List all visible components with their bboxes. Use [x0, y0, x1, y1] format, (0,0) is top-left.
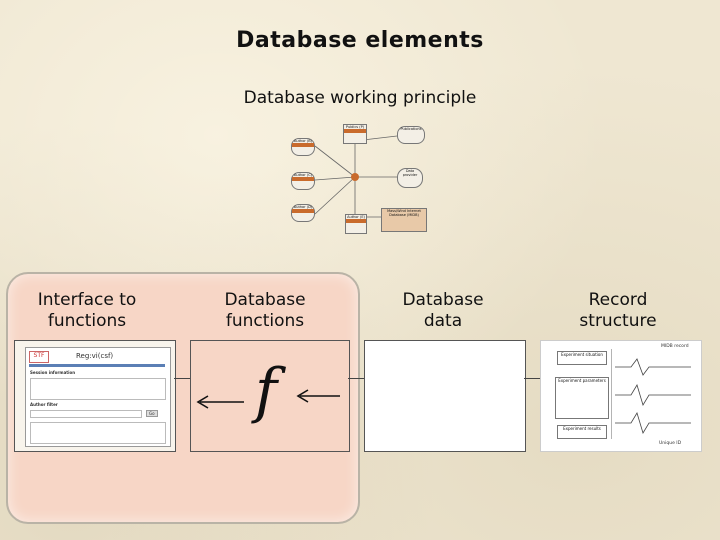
record-header: MIDB record — [661, 344, 689, 349]
diagram-node-publics: Publics (P) — [343, 124, 367, 144]
thumbnail-banner — [29, 364, 165, 367]
diagram-node-author-d: Author (D) — [291, 204, 315, 222]
record-box-situation: Experiment situation — [557, 351, 607, 365]
connector-1 — [174, 378, 190, 379]
thumbnail-section2: Author filter — [30, 402, 58, 407]
diagram-node-publications: Publications — [397, 126, 425, 144]
function-arrows — [196, 389, 340, 409]
record-box-parameters: Experiment parameters — [555, 377, 609, 419]
working-principle-diagram: Publics (P) Author (B) Author (C) Author… — [285, 122, 435, 234]
thumbnail-header: Reg:vi(csf) — [76, 352, 114, 360]
diagram-node-provider: Data provider — [397, 168, 423, 188]
interface-thumbnail: STF Reg:vi(csf) Session information Auth… — [25, 347, 171, 447]
database-data-frame — [364, 340, 526, 452]
record-structure-frame: MIDB record Experiment situation Experim… — [540, 340, 702, 452]
diagram-node-author-e: Author (E) — [345, 214, 367, 234]
diagram-node-author-c: Author (C) — [291, 172, 315, 190]
slide-subtitle: Database working principle — [243, 88, 477, 108]
connector-2 — [348, 378, 364, 379]
record-box-results: Experiment results — [557, 425, 607, 439]
thumbnail-go-button: Go — [146, 410, 158, 417]
hub-node — [351, 173, 359, 181]
slide-title: Database elements — [236, 28, 484, 53]
function-symbol: f — [254, 356, 278, 426]
diagram-node-database: Mass/Wind Internet Database (MIDB) — [381, 208, 427, 232]
thumbnail-logo: STF — [29, 351, 49, 363]
diagram-arrows — [314, 135, 398, 218]
connector-3 — [524, 378, 540, 379]
thumbnail-section1: Session information — [30, 370, 76, 375]
diagram-node-author-b: Author (B) — [291, 138, 315, 156]
interface-frame: STF Reg:vi(csf) Session information Auth… — [14, 340, 176, 452]
thumbnail-filter-input — [30, 410, 142, 418]
thumbnail-results — [30, 422, 166, 444]
thumbnail-fields — [30, 378, 166, 400]
record-footer: Unique ID — [659, 441, 682, 446]
record-curves — [611, 349, 691, 439]
